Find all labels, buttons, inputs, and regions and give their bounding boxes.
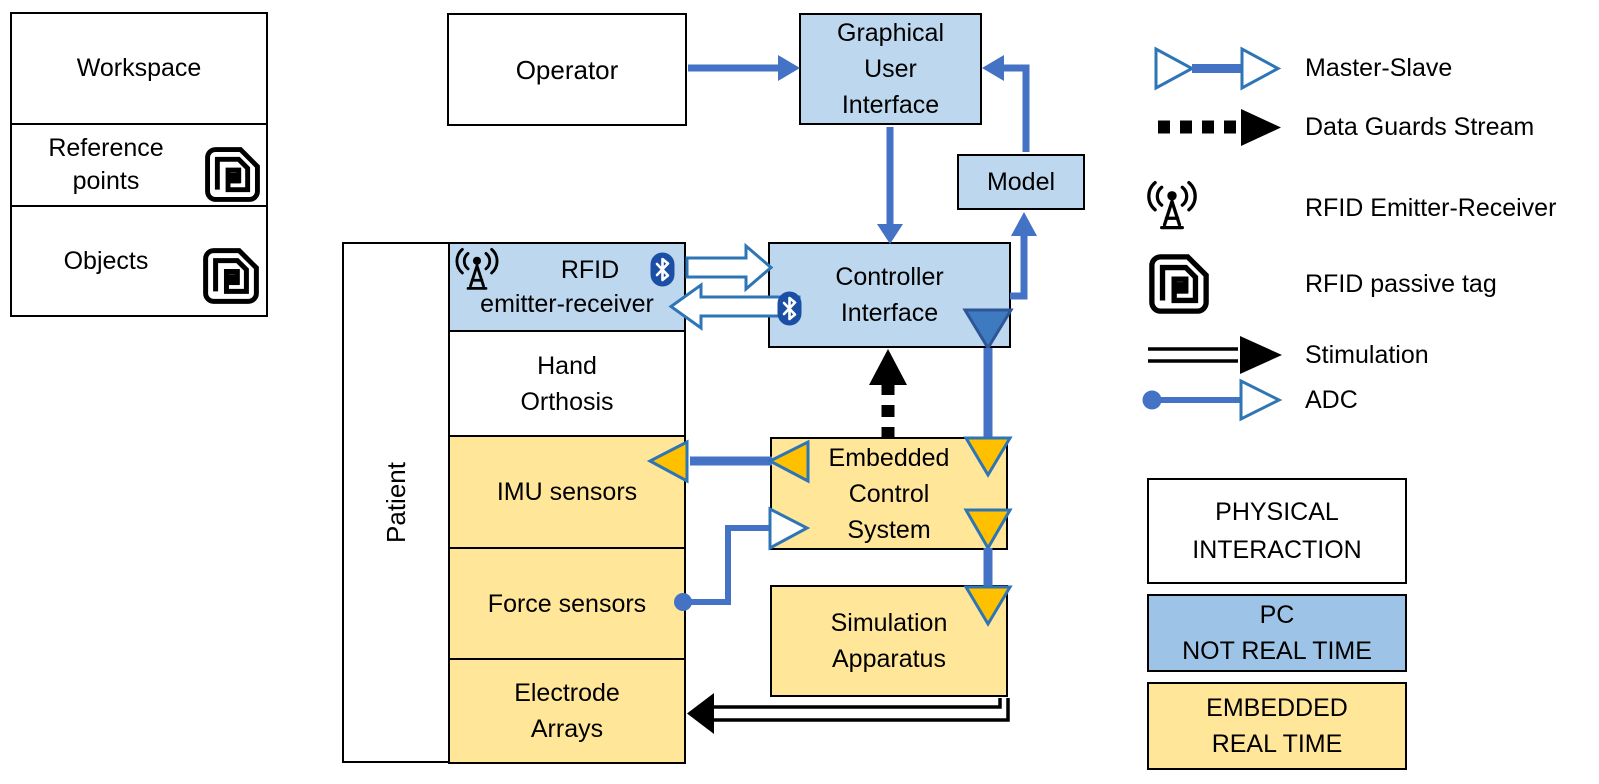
gui-to-controller-arrow — [877, 127, 903, 244]
legend-adc-symbol — [1142, 378, 1283, 422]
objects-row: Objects — [12, 205, 266, 315]
workspace-label: Workspace — [76, 54, 202, 82]
rfid-label-line1: RFID — [560, 256, 620, 284]
legend-data-guards-symbol — [1158, 109, 1281, 146]
embedded-real-time-label: EMBEDDED REAL TIME — [1206, 694, 1348, 758]
operator-to-gui-arrow — [688, 55, 800, 81]
imu-sensors-label: IMU sensors — [496, 478, 638, 506]
workspace-row: Workspace — [12, 14, 266, 123]
rfid-tag-icon — [1152, 257, 1206, 311]
antenna-icon — [1147, 180, 1197, 230]
hand-orthosis-node: Hand Orthosis — [448, 330, 686, 437]
imu-sensors-node: IMU sensors — [448, 435, 686, 549]
force-sensors-node: Force sensors — [448, 547, 686, 660]
electrode-arrays-node: Electrode Arrays — [448, 658, 686, 764]
legend-label-data-guards-stream: Data Guards Stream — [1305, 113, 1535, 141]
stimulation-arrow — [687, 693, 1010, 734]
controller-interface-node: Controller Interface — [768, 242, 1011, 348]
embedded-control-system-node: Embedded Control System — [770, 437, 1008, 550]
objects-label: Objects — [63, 246, 149, 275]
workspace-panel: Workspace Reference points Objects — [10, 12, 268, 317]
legend-stimulation-symbol — [1148, 336, 1282, 374]
electrode-arrays-label: Electrode Arrays — [514, 679, 620, 743]
model-label: Model — [986, 168, 1056, 196]
legend-label-master-slave: Master-Slave — [1305, 54, 1453, 82]
legend-box-pc-not-real-time: PC NOT REAL TIME — [1147, 594, 1407, 672]
reference-points-row: Reference points — [12, 123, 266, 205]
legend-label-rfid-passive-tag: RFID passive tag — [1305, 270, 1497, 298]
controller-interface-label: Controller Interface — [835, 263, 944, 327]
gui-node: Graphical User Interface — [799, 13, 982, 125]
rfid-label-line2: emitter-receiver — [480, 290, 654, 318]
ecs-to-controller-dashed-arrow — [869, 349, 907, 439]
masterslave-arrow-right — [685, 242, 774, 293]
gui-label: Graphical User Interface — [837, 19, 944, 119]
force-sensors-label: Force sensors — [487, 589, 647, 618]
operator-node: Operator — [447, 13, 687, 126]
model-to-gui-arrow — [982, 55, 1030, 152]
model-node: Model — [957, 154, 1085, 210]
simulation-apparatus-label: Simulation Apparatus — [830, 609, 948, 673]
legend-master-slave-symbol — [1154, 46, 1282, 91]
simulation-apparatus-node: Simulation Apparatus — [770, 585, 1008, 697]
reference-points-label: Reference points — [48, 134, 164, 195]
legend-box-embedded-real-time: EMBEDDED REAL TIME — [1147, 682, 1407, 770]
pc-not-real-time-label: PC NOT REAL TIME — [1182, 601, 1372, 665]
patient-node: Patient — [342, 242, 450, 763]
legend-label-rfid-emitter-receiver: RFID Emitter-Receiver — [1305, 194, 1557, 222]
hand-orthosis-label: Hand Orthosis — [520, 351, 614, 416]
rfid-emitter-receiver-node: RFID emitter-receiver — [448, 242, 686, 332]
legend-label-adc: ADC — [1305, 386, 1358, 414]
physical-interaction-label: PHYSICAL INTERACTION — [1192, 498, 1362, 564]
controller-to-model-arrow — [1010, 212, 1037, 300]
legend-box-physical-interaction: PHYSICAL INTERACTION — [1147, 478, 1407, 584]
operator-label: Operator — [515, 54, 619, 85]
embedded-control-system-label: Embedded Control System — [828, 443, 950, 544]
patient-label: Patient — [380, 462, 411, 543]
legend-label-stimulation: Stimulation — [1305, 341, 1429, 369]
